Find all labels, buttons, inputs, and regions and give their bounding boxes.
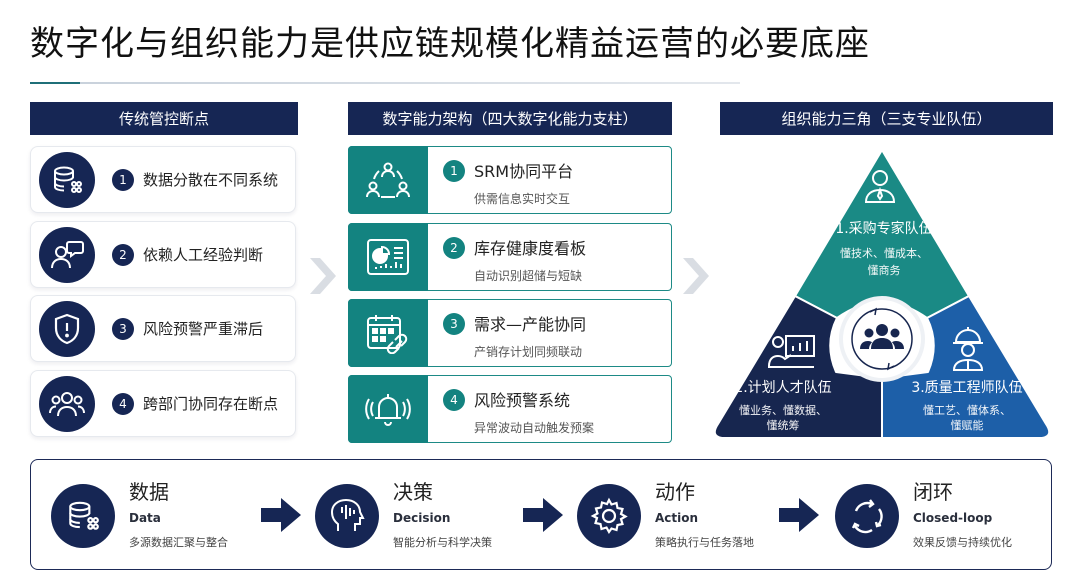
calendar-link-icon xyxy=(348,299,428,367)
pain-point-number: 1 xyxy=(112,168,134,191)
team-name: 3.质量工程师队伍 xyxy=(911,380,1023,396)
flow-step-english: Decision xyxy=(393,510,451,525)
flow-step-description: 效果反馈与持续优化 xyxy=(913,535,1012,549)
middle-column-header: 数字能力架构（四大数字化能力支柱） xyxy=(348,102,672,135)
capability-card-4: 4 风险预警系统 异常波动自动触发预案 xyxy=(348,375,672,443)
team-name: 1.采购专家队伍 xyxy=(835,221,933,237)
capability-subtitle: 产销存计划同频联动 xyxy=(474,345,583,359)
capability-number: 4 xyxy=(443,389,465,411)
flow-step-english: Data xyxy=(129,510,161,525)
arrow-right-icon xyxy=(523,498,563,532)
team-quality: 3.质量工程师队伍 懂工艺、懂体系、 懂赋能 xyxy=(892,377,1042,433)
team-skills: 懂技术、懂成本、 xyxy=(840,247,928,260)
page-title: 数字化与组织能力是供应链规模化精益运营的必要底座 xyxy=(30,24,870,64)
arrow-right-icon xyxy=(779,498,819,532)
procurement-expert-icon xyxy=(864,170,896,203)
flow-step-name: 决策 xyxy=(393,479,433,504)
team-skills: 懂赋能 xyxy=(950,419,984,432)
arrow-right-icon xyxy=(261,498,301,532)
flow-step-description: 策略执行与任务落地 xyxy=(655,535,754,549)
flow-step-action: 动作 Action 策略执行与任务落地 xyxy=(577,460,754,571)
pain-point-card-3: 3 风险预警严重滞后 xyxy=(30,295,296,362)
org-capability-triangle xyxy=(713,149,1051,439)
capability-subtitle: 供需信息实时交互 xyxy=(474,192,571,206)
flow-step-closed-loop: 闭环 Closed-loop 效果反馈与持续优化 xyxy=(835,460,1012,571)
team-segment-quality xyxy=(881,295,1051,439)
title-divider xyxy=(30,82,740,84)
cycle-icon xyxy=(835,483,899,548)
capability-subtitle: 自动识别超储与短缺 xyxy=(474,269,583,283)
team-procurement: 1.采购专家队伍 懂技术、懂成本、 懂商务 xyxy=(820,218,948,278)
flow-step-name: 数据 xyxy=(129,479,169,504)
flow-step-data: 数据 Data 多源数据汇聚与整合 xyxy=(51,460,228,571)
pain-point-label: 风险预警严重滞后 xyxy=(143,320,264,338)
capability-title: SRM协同平台 xyxy=(474,162,574,181)
chevron-right-icon xyxy=(310,258,336,294)
flow-step-english: Closed-loop xyxy=(913,510,993,525)
right-column-header: 组织能力三角（三支专业队伍） xyxy=(720,102,1053,135)
capability-number: 1 xyxy=(443,160,465,182)
flow-step-name: 闭环 xyxy=(913,479,953,504)
flow-step-english: Action xyxy=(655,510,699,525)
quality-engineer-icon xyxy=(952,327,984,371)
pain-point-number: 3 xyxy=(112,317,134,340)
team-planning: 2.计划人才队伍 懂业务、懂数据、 懂统筹 xyxy=(722,377,844,433)
flow-step-name: 动作 xyxy=(655,479,695,504)
pain-point-number: 4 xyxy=(112,392,134,415)
pain-point-number: 2 xyxy=(112,243,134,266)
alarm-bell-icon xyxy=(348,375,428,443)
database-icon xyxy=(51,483,115,548)
flow-step-description: 智能分析与科学决策 xyxy=(393,535,492,549)
capability-subtitle: 异常波动自动触发预案 xyxy=(474,421,595,435)
capability-title: 库存健康度看板 xyxy=(474,239,587,258)
capability-number: 2 xyxy=(443,237,465,259)
team-skills: 懂业务、懂数据、 xyxy=(739,404,827,417)
team-skills: 懂商务 xyxy=(867,264,901,277)
pain-point-label: 依赖人工经验判断 xyxy=(143,246,264,264)
closed-loop-flow: 数据 Data 多源数据汇聚与整合 决策 Decision 智能分析与科学决策 xyxy=(30,459,1052,570)
database-icon xyxy=(39,151,95,208)
capability-title: 需求—产能协同 xyxy=(474,315,587,334)
team-skills: 懂统筹 xyxy=(766,419,800,432)
network-people-icon xyxy=(348,146,428,214)
capability-card-2: 2 库存健康度看板 自动识别超储与短缺 xyxy=(348,223,672,291)
team-skills: 懂工艺、懂体系、 xyxy=(923,404,1011,417)
dashboard-icon xyxy=(348,223,428,291)
pain-point-card-4: 4 跨部门协同存在断点 xyxy=(30,370,296,437)
planner-presentation-icon xyxy=(768,335,815,368)
left-column-header: 传统管控断点 xyxy=(30,102,298,135)
pain-point-label: 跨部门协同存在断点 xyxy=(143,395,279,413)
capability-number: 3 xyxy=(443,313,465,335)
flow-step-description: 多源数据汇聚与整合 xyxy=(129,535,228,549)
chevron-right-icon xyxy=(683,258,709,294)
pain-point-card-1: 1 数据分散在不同系统 xyxy=(30,146,296,213)
brain-head-icon xyxy=(315,483,379,548)
gear-icon xyxy=(577,483,641,548)
capability-card-3: 3 需求—产能协同 产销存计划同频联动 xyxy=(348,299,672,367)
team-center-icon xyxy=(860,324,904,349)
chat-user-icon xyxy=(39,226,95,283)
flow-step-decision: 决策 Decision 智能分析与科学决策 xyxy=(315,460,492,571)
capability-card-1: 1 SRM协同平台 供需信息实时交互 xyxy=(348,146,672,214)
pain-point-label: 数据分散在不同系统 xyxy=(143,171,279,189)
capability-title: 风险预警系统 xyxy=(474,391,571,410)
shield-alert-icon xyxy=(39,300,95,357)
pain-point-card-2: 2 依赖人工经验判断 xyxy=(30,221,296,288)
team-icon xyxy=(39,375,95,432)
team-name: 2.计划人才队伍 xyxy=(734,380,832,396)
